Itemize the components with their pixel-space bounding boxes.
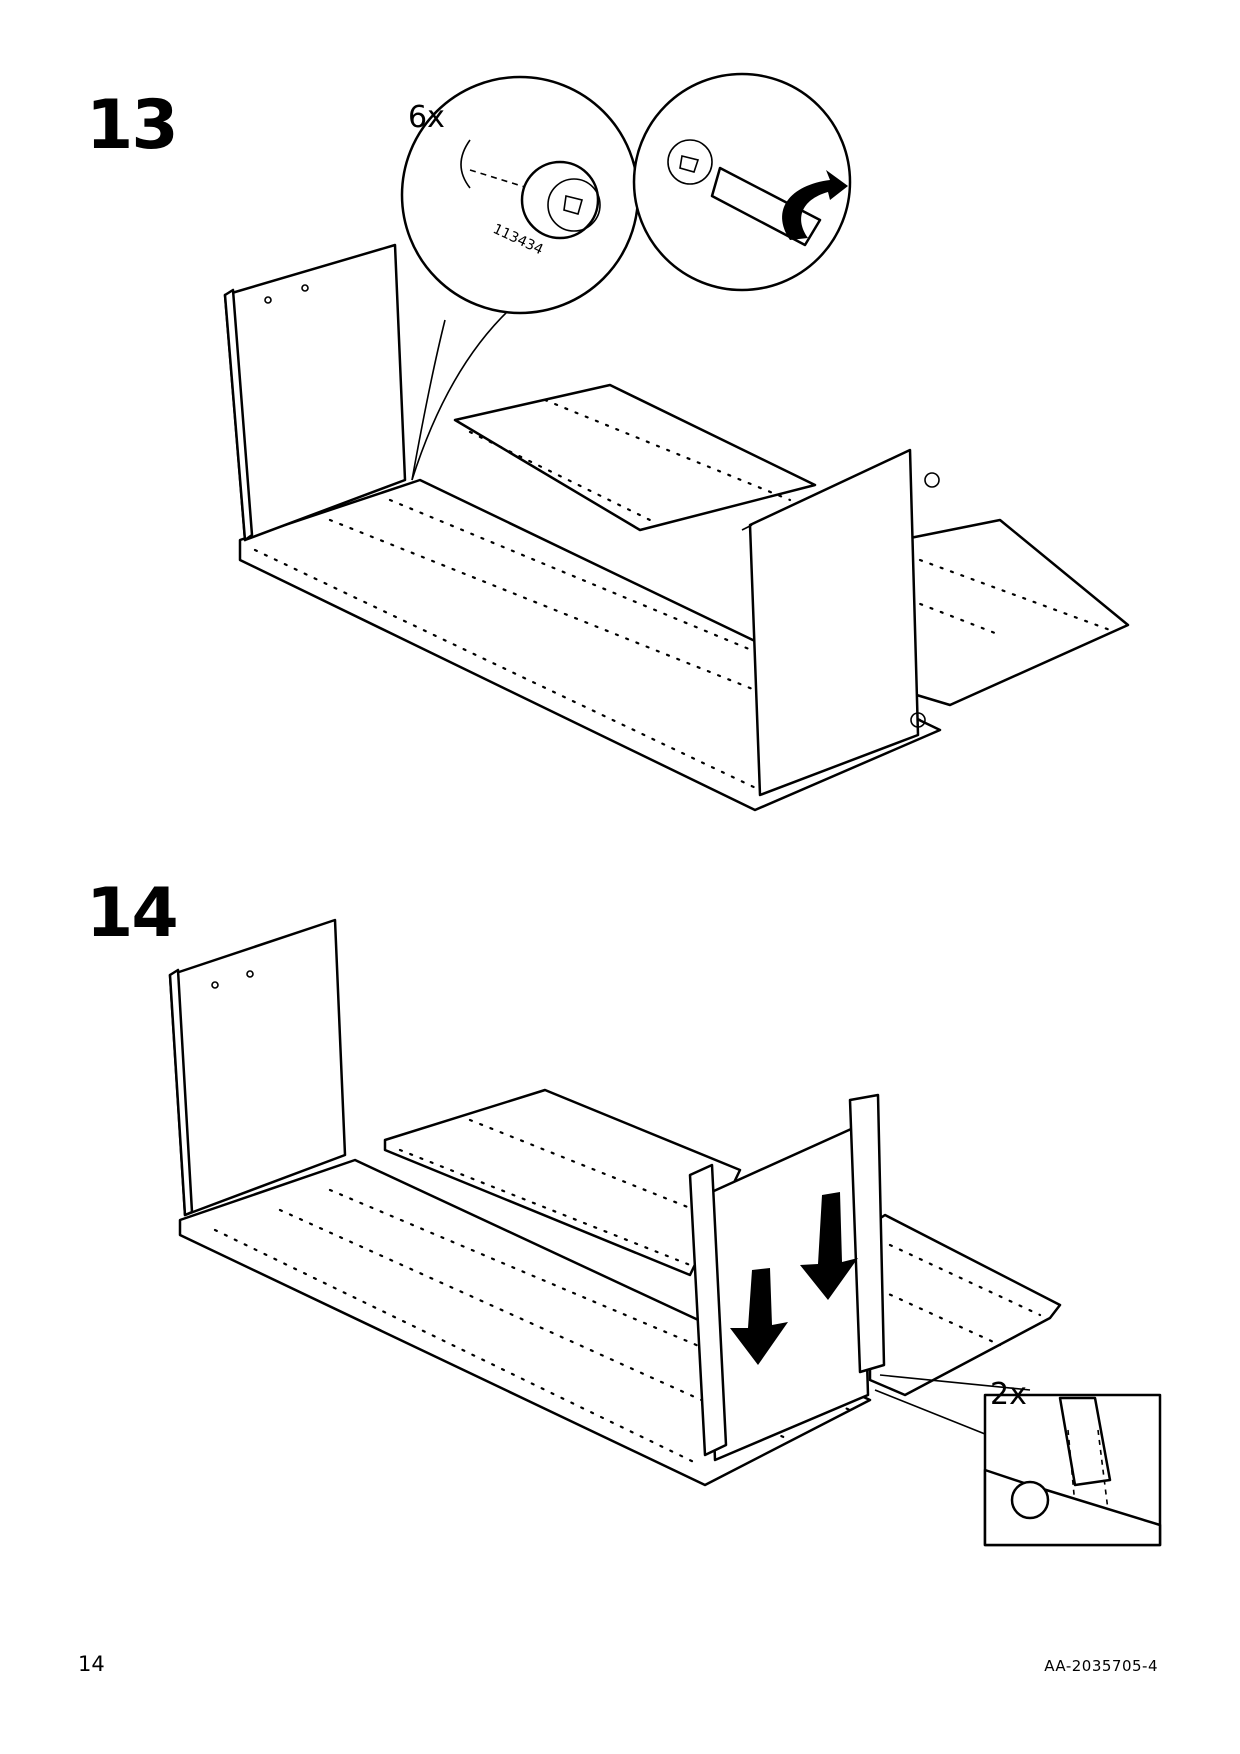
plinth-strip-left <box>688 1163 728 1457</box>
step-14-cabinet-drawing: 2x <box>168 918 1162 1547</box>
step-13-cabinet-drawing: 6x 113434 <box>223 72 1130 812</box>
rear-shelf-panel <box>453 383 817 532</box>
adjustable-foot-icon <box>1010 1480 1050 1520</box>
right-side-panel <box>748 448 920 797</box>
push-down-arrow-icon-2 <box>800 1192 858 1300</box>
left-side-panel-14 <box>168 918 347 1217</box>
cam-lock-fitting-icon <box>520 160 600 240</box>
quantity-label-6x: 6x <box>408 100 445 135</box>
quantity-label-2x: 2x <box>990 1377 1027 1412</box>
right-shelf-panel <box>898 518 1130 707</box>
rotate-clockwise-icon <box>782 170 848 240</box>
step-number-14: 14 <box>86 874 179 953</box>
bottom-panel-14 <box>178 1158 872 1487</box>
document-code: AA-2035705-4 <box>1044 1657 1158 1675</box>
page-number: 14 <box>78 1652 105 1676</box>
plinth-strip-right <box>848 1093 886 1374</box>
right-shelf-panel-14 <box>868 1213 1062 1397</box>
step-number-13: 13 <box>86 86 179 165</box>
push-down-arrow-icon <box>730 1268 788 1365</box>
